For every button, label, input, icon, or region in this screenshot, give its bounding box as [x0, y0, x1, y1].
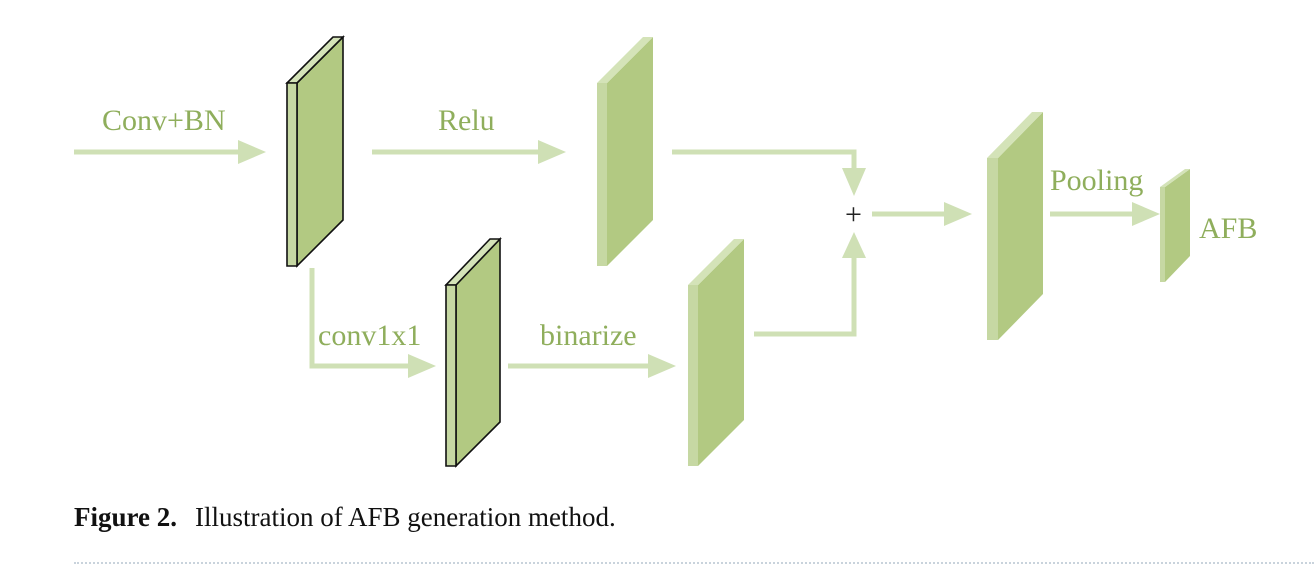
arrow-branch-conv1x1 — [309, 268, 436, 378]
figure-label: Figure 2. — [74, 502, 177, 532]
feature-map-afb — [1160, 169, 1190, 282]
arrow-relu — [372, 140, 566, 164]
feature-map-binarize — [688, 239, 744, 466]
arrow-conv-bn — [74, 140, 266, 164]
label-conv-bn: Conv+BN — [102, 104, 226, 137]
arrow-relu-to-sum — [672, 149, 866, 196]
feature-map-conv-bn — [285, 35, 345, 268]
sum-operator: + — [845, 198, 862, 231]
label-pooling: Pooling — [1050, 164, 1143, 197]
feature-map-sum — [987, 112, 1043, 340]
feature-map-relu — [597, 37, 653, 266]
label-afb: AFB — [1199, 212, 1257, 245]
arrow-binarize-to-sum — [754, 232, 866, 337]
figure-caption: Figure 2. Illustration of AFB generation … — [74, 502, 616, 533]
afb-diagram: Conv+BN Relu conv1x1 binarize + Pooling … — [74, 35, 1257, 468]
feature-map-conv1x1 — [444, 237, 502, 468]
arrow-binarize — [508, 354, 676, 378]
dotted-divider — [74, 562, 1314, 564]
label-binarize: binarize — [540, 319, 637, 352]
label-relu: Relu — [438, 104, 495, 137]
caption-text: Illustration of AFB generation method. — [195, 502, 616, 532]
label-conv1x1: conv1x1 — [318, 319, 421, 352]
arrow-pooling — [1050, 202, 1160, 226]
arrow-sum-out — [872, 202, 972, 226]
